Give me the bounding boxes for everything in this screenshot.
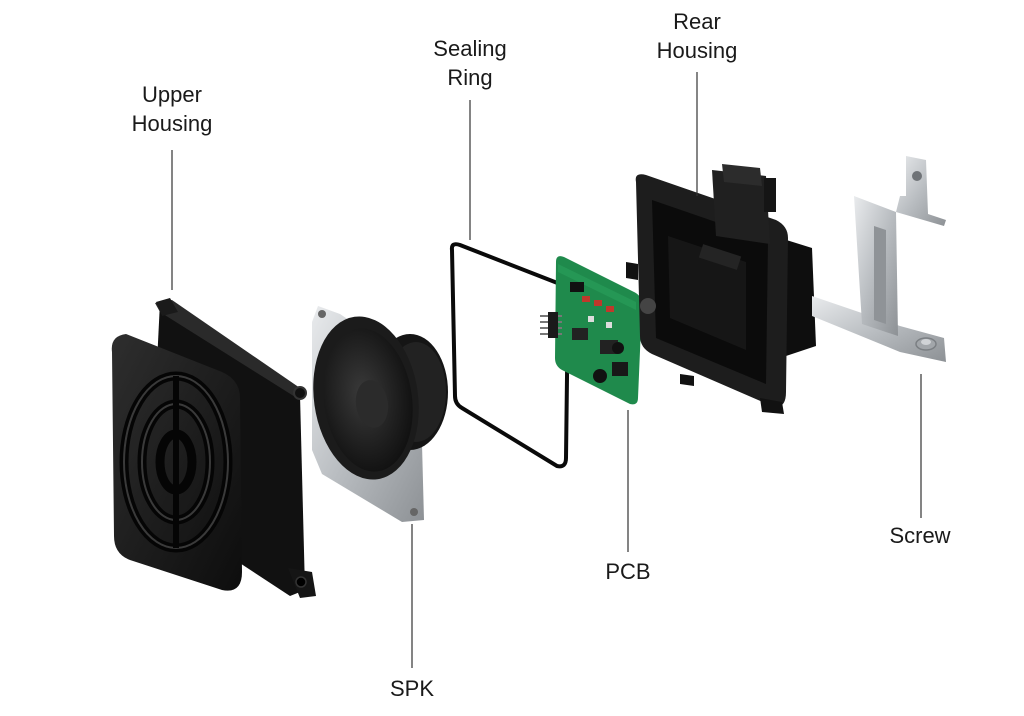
label-screw-text: Screw: [889, 523, 951, 548]
label-sealing-ring-line1: Sealing: [433, 36, 507, 61]
label-pcb: PCB: [578, 557, 678, 586]
speaker-spk: [312, 306, 448, 522]
upper-housing: [111, 298, 316, 598]
sealing-ring: [449, 242, 570, 469]
label-upper-housing: Upper Housing: [122, 80, 222, 138]
label-rear-housing-line1: Rear: [673, 9, 721, 34]
label-screw: Screw: [870, 521, 970, 550]
label-sealing-ring-line2: Ring: [447, 65, 493, 90]
label-rear-housing-line2: Housing: [656, 38, 738, 63]
label-upper-housing-line1: Upper: [142, 82, 202, 107]
label-upper-housing-line2: Housing: [131, 111, 213, 136]
label-sealing-ring: Sealing Ring: [420, 34, 520, 92]
pcb-board: [540, 256, 642, 405]
screw-bracket: [812, 156, 946, 362]
label-pcb-text: PCB: [605, 559, 651, 584]
label-spk: SPK: [362, 674, 462, 703]
label-spk-text: SPK: [389, 676, 435, 701]
label-rear-housing: Rear Housing: [647, 7, 747, 65]
rear-housing: [626, 164, 816, 414]
leader-lines: [171, 72, 922, 668]
